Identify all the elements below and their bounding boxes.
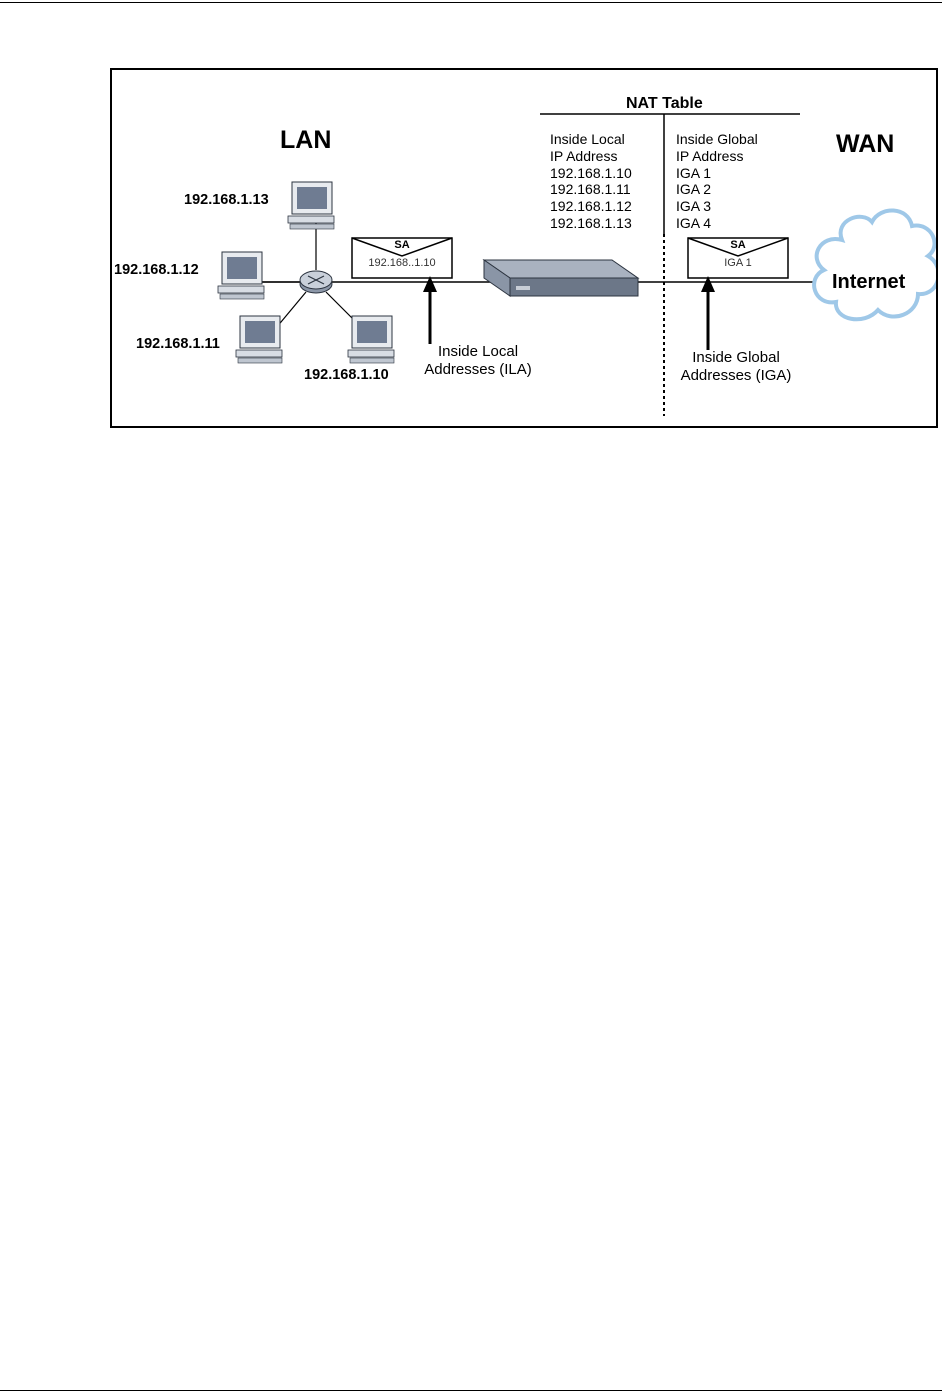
internet-cloud-icon [812,208,936,322]
ila-arrow-icon [423,276,437,344]
lan-packet-sa: SA [394,239,410,251]
nat-local-row-3: 192.168.1.12 [550,198,632,215]
nat-local-row-1: 192.168.1.10 [550,164,632,181]
ila-caption: Inside Local Addresses (ILA) [418,343,538,379]
host-label-13: 192.168.1.13 [184,192,269,208]
host-label-12: 192.168.1.12 [114,262,199,278]
internet-label: Internet [832,271,906,293]
nat-table-global-column: Inside Global IP Address IGA 1 IGA 2 IGA… [676,131,758,232]
lan-packet-envelope-icon [351,237,453,279]
nat-global-row-4: IGA 4 [676,214,712,231]
nat-global-row-3: IGA 3 [676,198,712,215]
ila-caption-line2: Addresses (ILA) [424,361,532,378]
nat-local-row-2: 192.168.1.11 [550,181,631,198]
host-label-11: 192.168.1.11 [136,336,220,352]
iga-caption-line2: Addresses (IGA) [680,367,792,384]
nat-local-header-line1: Inside Local [550,131,625,147]
lan-packet: SA 192.168..1.10 [352,240,452,269]
nat-diagram: LAN WAN NAT Table Inside Local IP Addres… [110,68,938,428]
computer-icon-12 [217,251,265,300]
lan-packet-address: 192.168..1.10 [368,257,436,269]
nat-table-local-column: Inside Local IP Address 192.168.1.10 192… [550,131,632,232]
computer-icon-13 [287,181,335,230]
nat-global-row-1: IGA 1 [676,164,712,181]
nat-local-header-line2: IP Address [550,147,618,164]
nat-table-title: NAT Table [626,95,703,112]
top-rule [0,2,942,3]
wan-packet-address: IGA 1 [724,257,752,269]
bottom-rule [0,1390,942,1391]
link-host-10 [325,291,357,323]
iga-caption-line1: Inside Global [692,349,780,366]
hub-icon [299,270,333,294]
wan-packet: SA IGA 1 [688,240,788,269]
nat-local-row-4: 192.168.1.13 [550,214,632,231]
computer-icon-10 [347,315,395,364]
iga-caption: Inside Global Addresses (IGA) [668,349,804,385]
nat-router-device-icon [482,259,640,297]
computer-icon-11 [235,315,283,364]
lan-label: LAN [280,126,332,154]
wan-label: WAN [836,130,895,158]
diagram-graphics [217,113,936,416]
nat-global-header-line2: IP Address [676,147,744,164]
wan-packet-envelope-icon [687,237,789,279]
iga-arrow-icon [701,276,715,350]
wan-packet-sa: SA [730,239,746,251]
ila-caption-line1: Inside Local [437,343,519,360]
nat-global-header-line1: Inside Global [676,131,758,147]
nat-global-row-2: IGA 2 [676,181,712,198]
host-label-10: 192.168.1.10 [304,367,389,383]
link-host-11 [275,291,307,329]
